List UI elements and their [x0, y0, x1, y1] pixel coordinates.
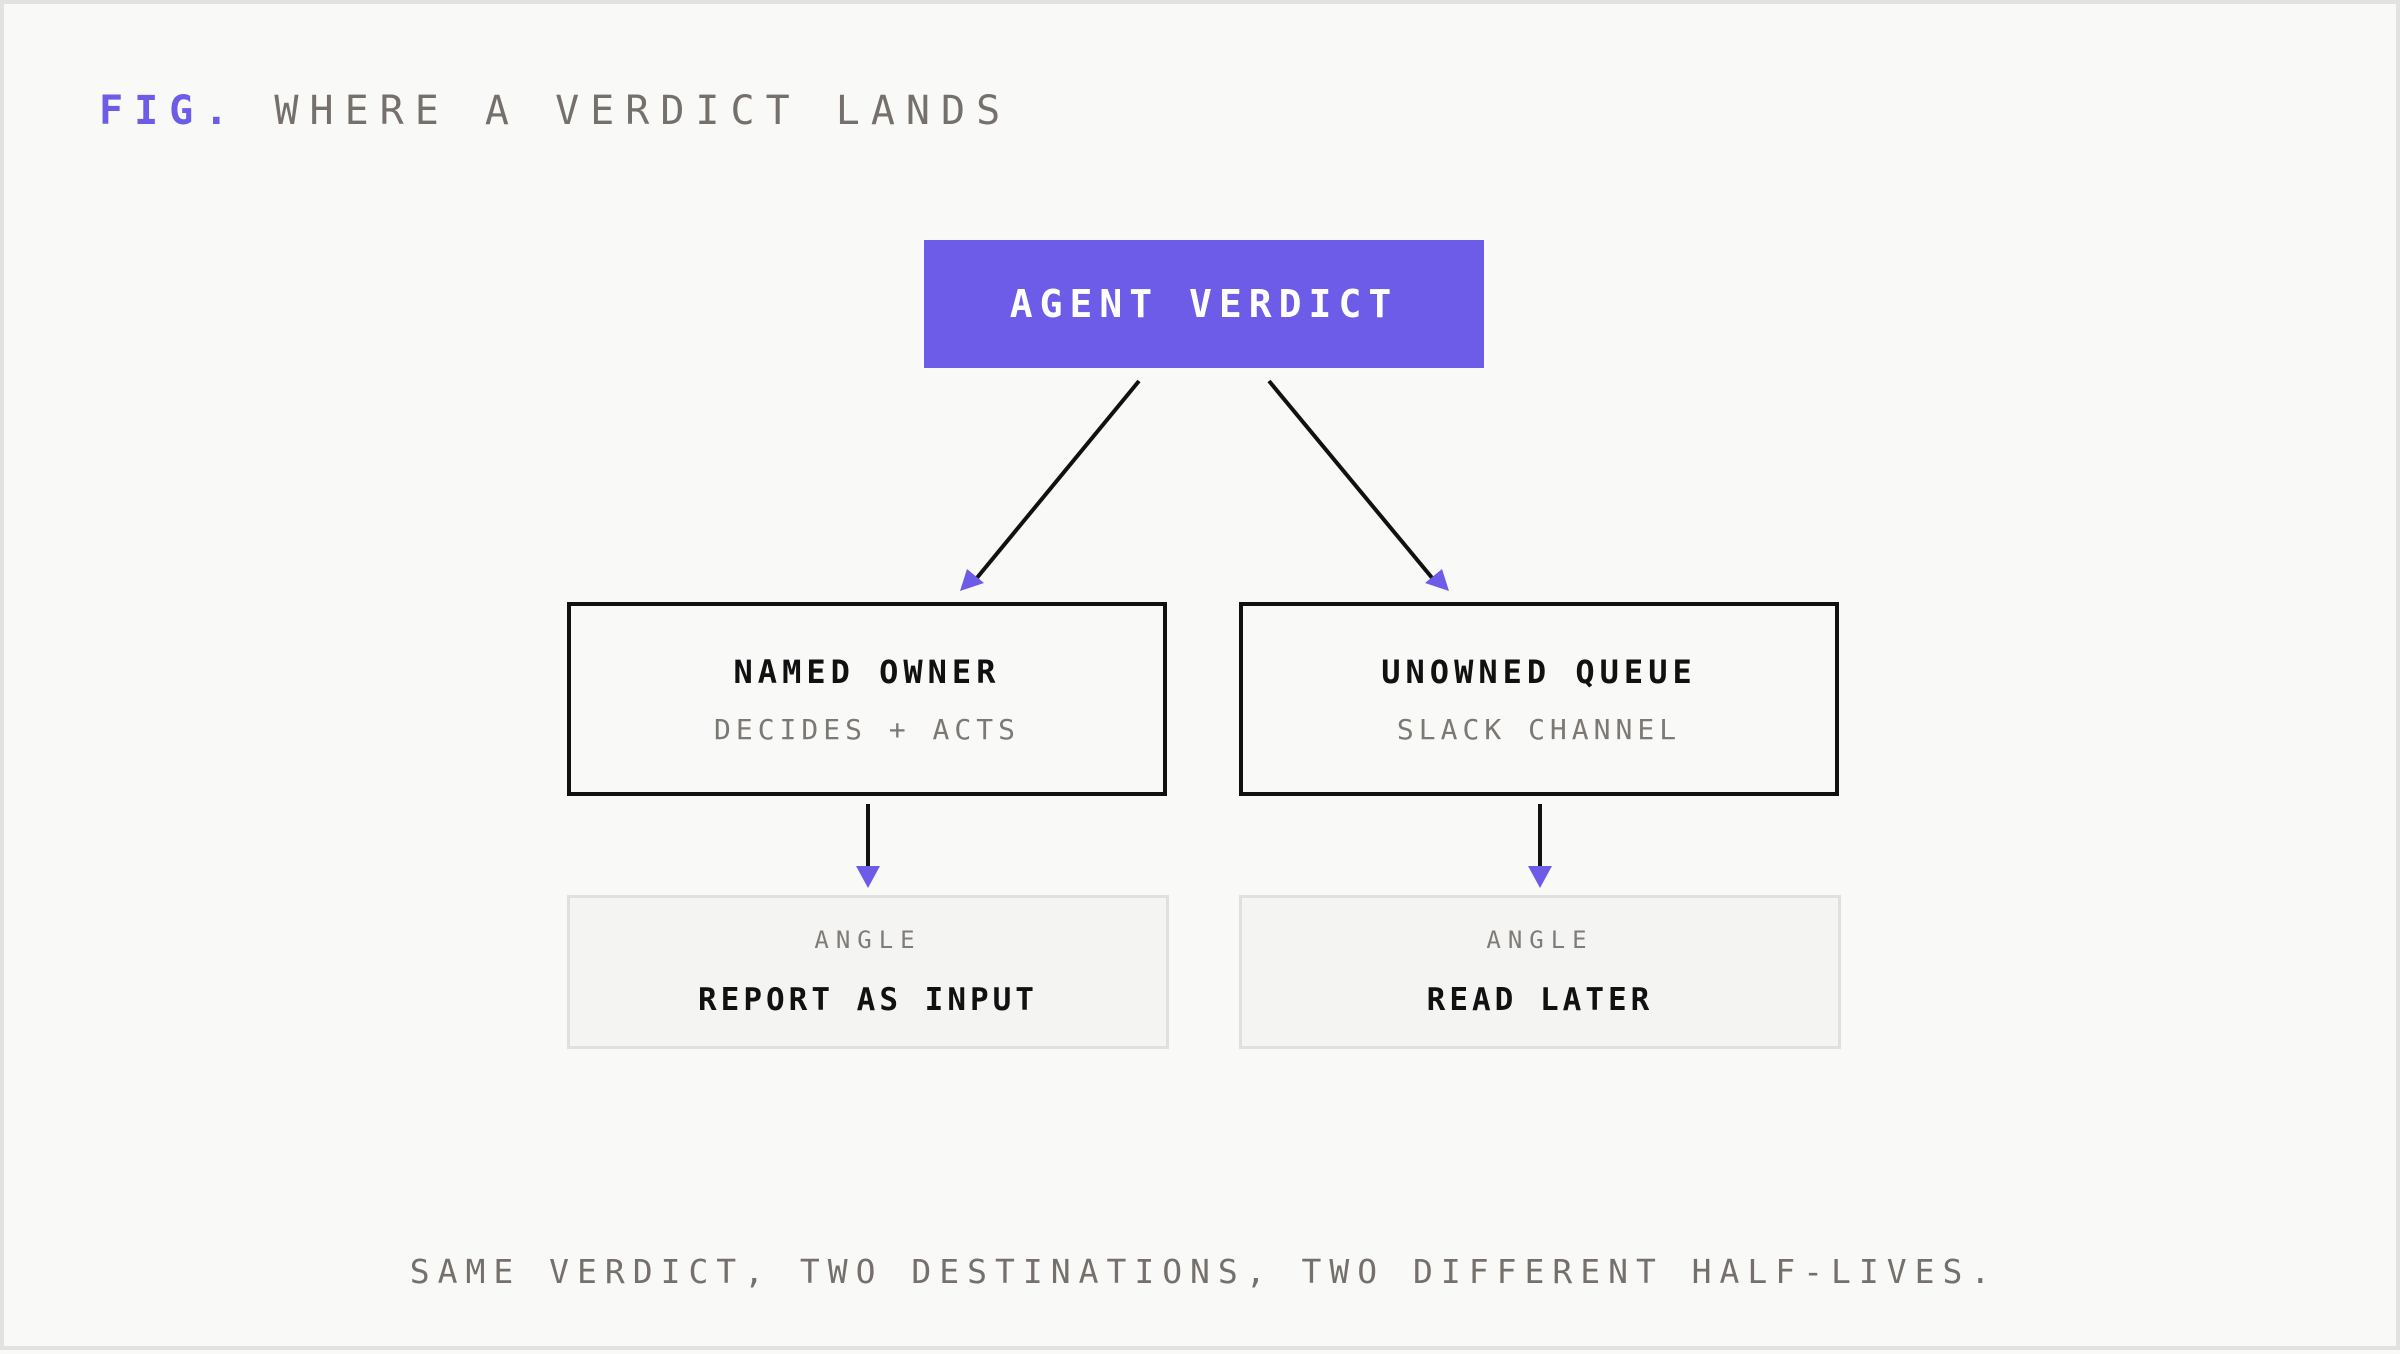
- angle-label: ANGLE: [1486, 926, 1594, 954]
- angle-value: REPORT AS INPUT: [698, 982, 1038, 1018]
- unowned-queue-node: UNOWNED QUEUE SLACK CHANNEL: [1239, 602, 1839, 796]
- arrow-unowned-queue-to-angle: [1528, 804, 1552, 888]
- figure-caption: SAME VERDICT, TWO DESTINATIONS, TWO DIFF…: [409, 1252, 1999, 1291]
- figure-prefix: FIG.: [99, 88, 240, 134]
- figure-title-text: WHERE A VERDICT LANDS: [274, 88, 1012, 134]
- named-owner-title: NAMED OWNER: [733, 652, 1001, 691]
- agent-verdict-node: AGENT VERDICT: [924, 240, 1484, 368]
- arrow-named-owner-to-angle: [856, 804, 880, 888]
- figure-title: FIG. WHERE A VERDICT LANDS: [99, 88, 1011, 134]
- connector-arrows: [856, 379, 1552, 888]
- unowned-queue-title: UNOWNED QUEUE: [1381, 652, 1697, 691]
- agent-verdict-label: AGENT VERDICT: [1009, 282, 1399, 326]
- angle-value: READ LATER: [1426, 982, 1654, 1018]
- unowned-queue-angle-box: ANGLE READ LATER: [1239, 895, 1841, 1049]
- arrow-verdict-to-named-owner: [960, 379, 1141, 591]
- unowned-queue-subtitle: SLACK CHANNEL: [1396, 712, 1682, 746]
- named-owner-node: NAMED OWNER DECIDES + ACTS: [567, 602, 1167, 796]
- angle-label: ANGLE: [814, 926, 922, 954]
- arrow-verdict-to-unowned-queue: [1267, 379, 1449, 591]
- named-owner-angle-box: ANGLE REPORT AS INPUT: [567, 895, 1169, 1049]
- named-owner-subtitle: DECIDES + ACTS: [713, 712, 1020, 746]
